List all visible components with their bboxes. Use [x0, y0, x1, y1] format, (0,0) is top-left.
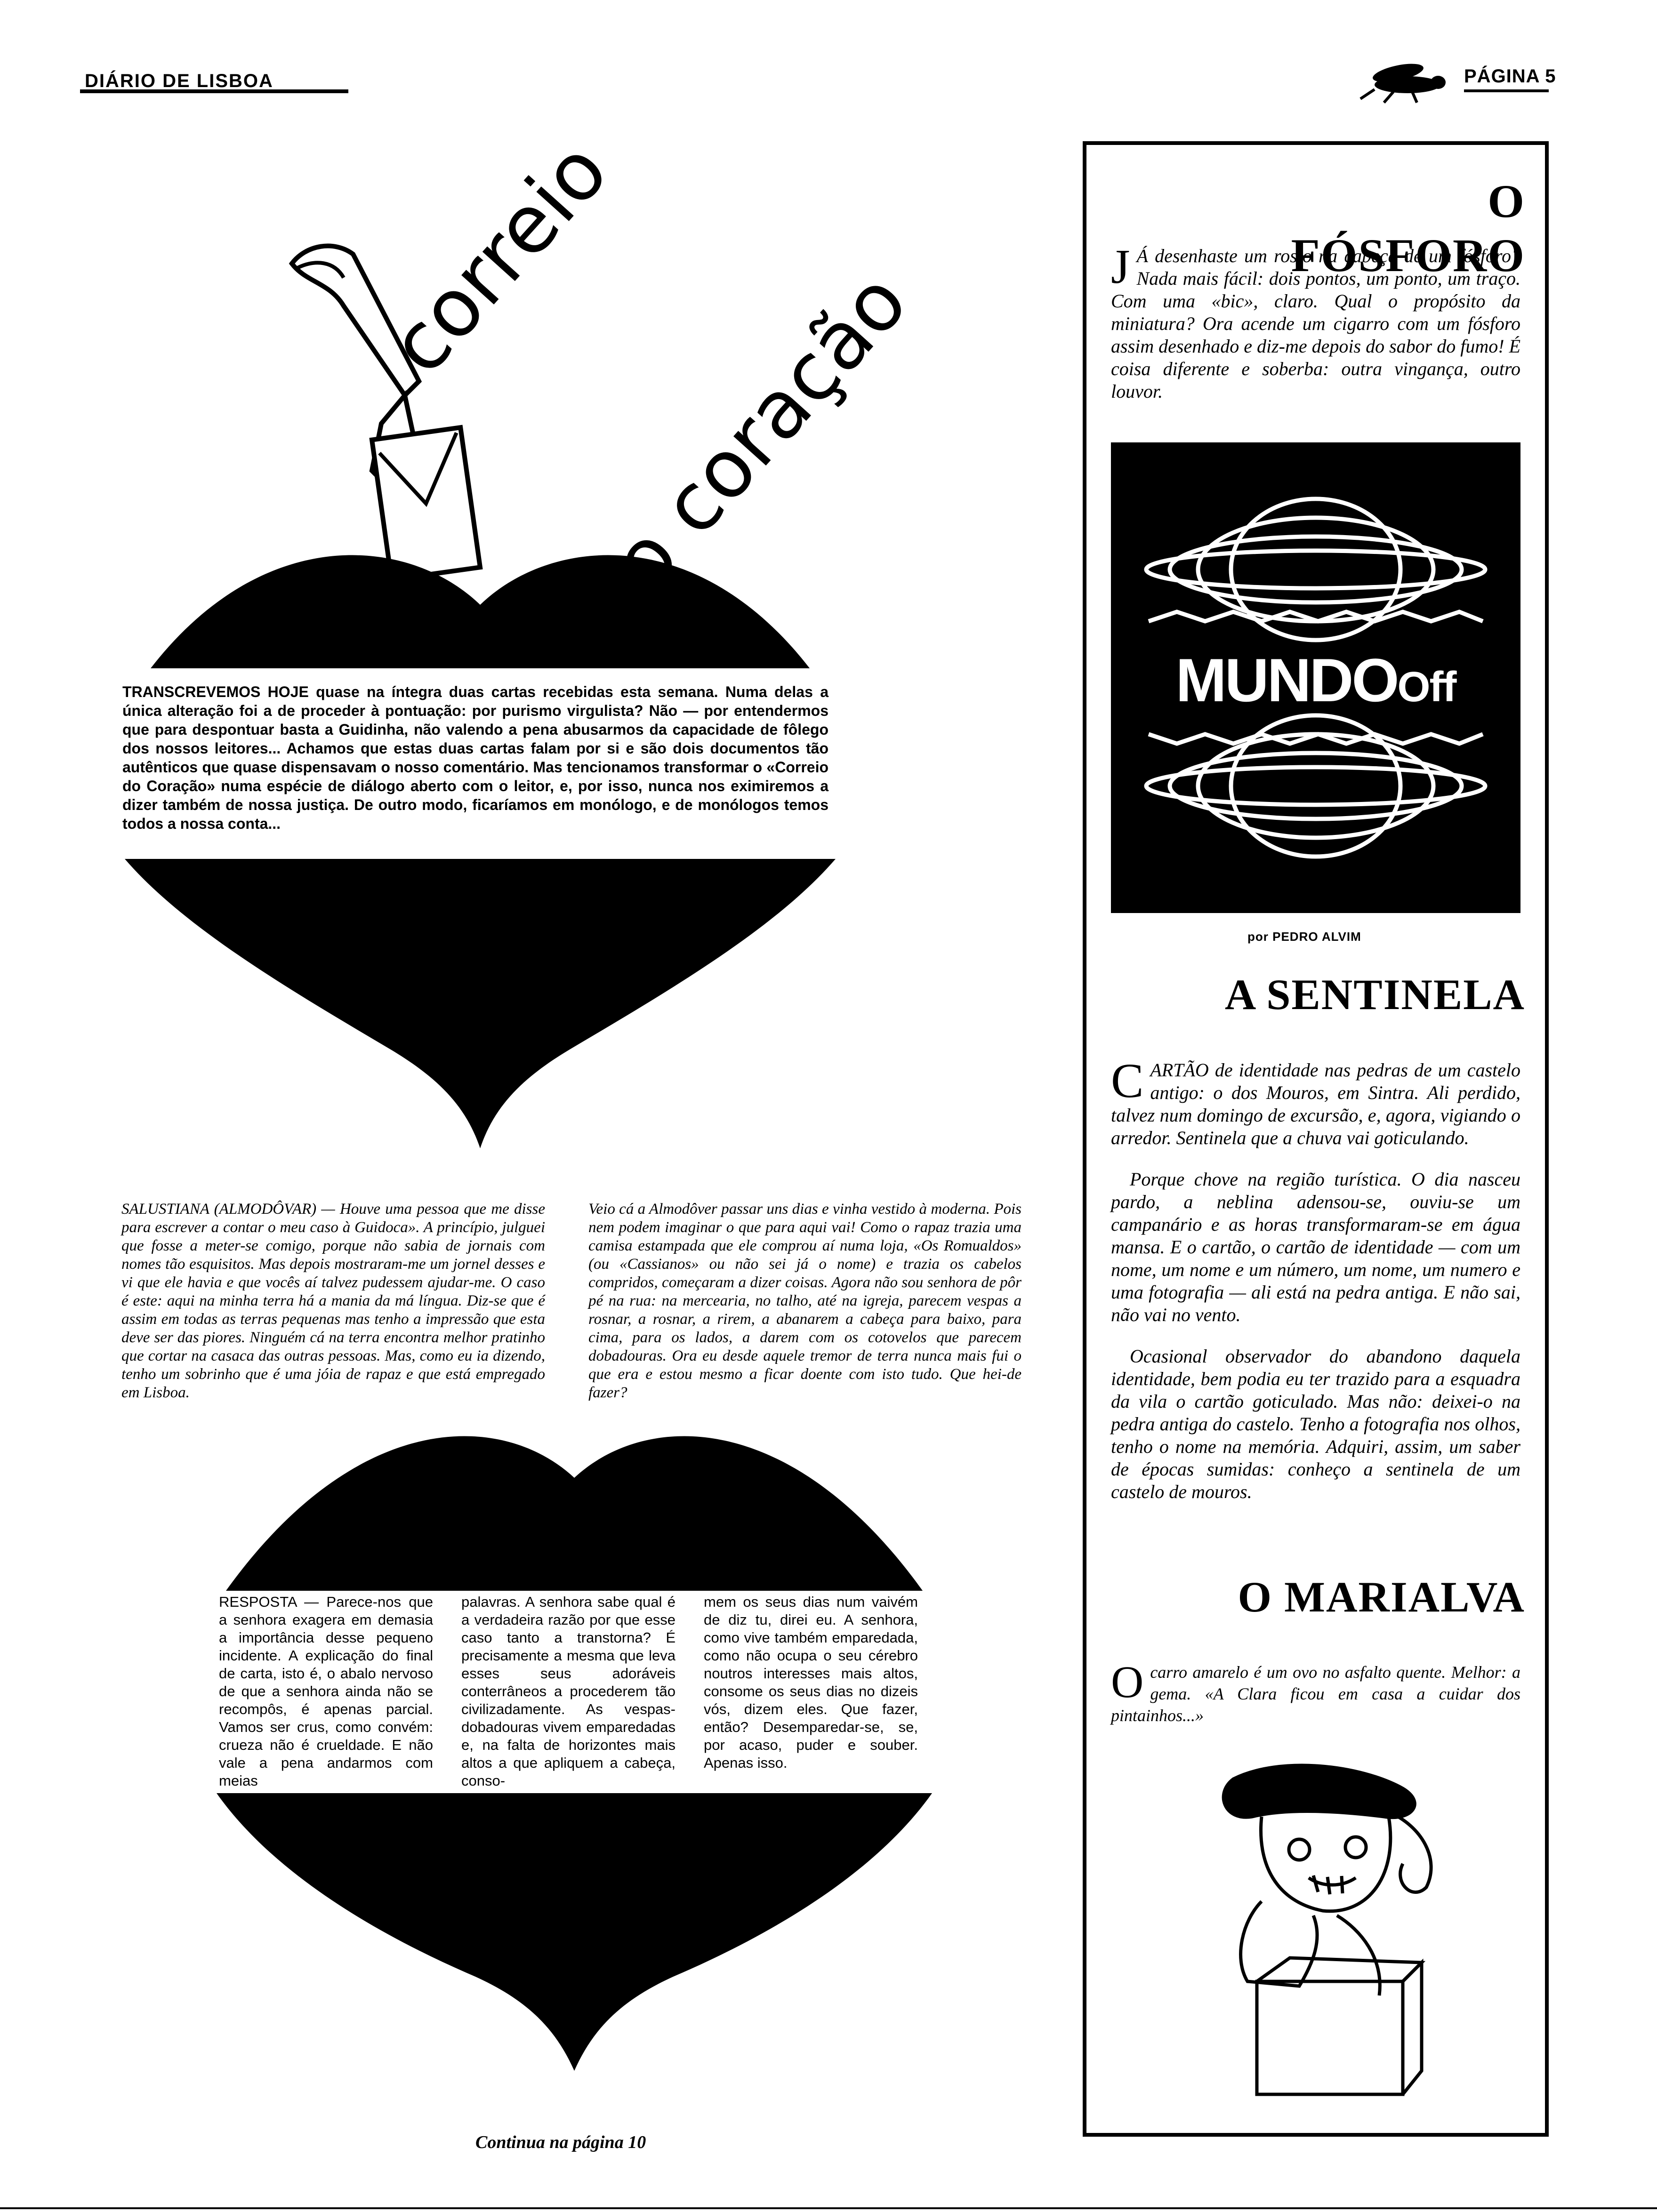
sentinela-headline: A SENTINELA [1224, 970, 1525, 1018]
sentinela-dropcap: C [1111, 1054, 1144, 1108]
page-bottom-rule [0, 2207, 1657, 2209]
page-number-rule [1464, 89, 1549, 92]
marialva-text: carro amarelo é um ovo no asfalto quente… [1111, 1663, 1520, 1725]
masthead: DIÁRIO DE LISBOA [85, 71, 273, 91]
mundo-off-wordmark: MUNDOOff [1116, 645, 1516, 715]
reply-column-2: palavras. A senhora sabe qual é a verdad… [461, 1594, 676, 1789]
reply-column-3: mem os seus dias num vaivém de diz tu, d… [704, 1594, 918, 1771]
sidebar-box [1083, 141, 1549, 2137]
fosforo-headline: O FÓSFORO [1291, 175, 1525, 281]
hand-with-letter-illustration [289, 243, 483, 583]
mundo-off-graphic [1144, 497, 1488, 859]
letter-column-1: SALUSTIANA (ALMODÔVAR) — Houve uma pesso… [121, 1201, 545, 1401]
heart-shape-2 [217, 1436, 932, 2071]
logo-main-text: MUNDO [1175, 646, 1399, 714]
logo-off-text: Off [1397, 664, 1457, 711]
intro-paragraph: TRANSCREVEMOS HOJE quase na íntegra duas… [122, 683, 828, 832]
byline: por PEDRO ALVIM [1247, 930, 1361, 944]
masthead-rule [80, 89, 348, 93]
sentinela-paragraph-1: ARTÃO de identidade nas pedras de um cas… [1111, 1059, 1520, 1148]
page-number: PÁGINA 5 [1464, 66, 1556, 87]
marialva-cartoon-illustration [1222, 1763, 1433, 2096]
fly-logo-icon [1359, 64, 1446, 104]
fosforo-dropcap: J [1111, 240, 1130, 294]
fosforo-text: Á desenhaste um rosto na cabeça de um fó… [1111, 245, 1520, 402]
marialva-dropcap: O [1111, 1657, 1144, 1707]
heart-shape-1 [125, 555, 836, 1148]
mundo-off-logo: MUNDOOff [1111, 442, 1520, 913]
sentinela-paragraph-2: Porque chove na região turística. O dia … [1111, 1169, 1520, 1325]
letter-column-2: Veio cá a Almodôver passar uns dias e vi… [588, 1201, 1022, 1401]
sentinela-paragraph-3: Ocasional observador do abandono daquela… [1111, 1346, 1520, 1502]
continued-note: Continua na página 10 [475, 2132, 646, 2152]
reply-column-1: RESPOSTA — Parece-nos que a senhora exag… [219, 1594, 433, 1789]
marialva-headline: O MARIALVA [1238, 1573, 1525, 1621]
